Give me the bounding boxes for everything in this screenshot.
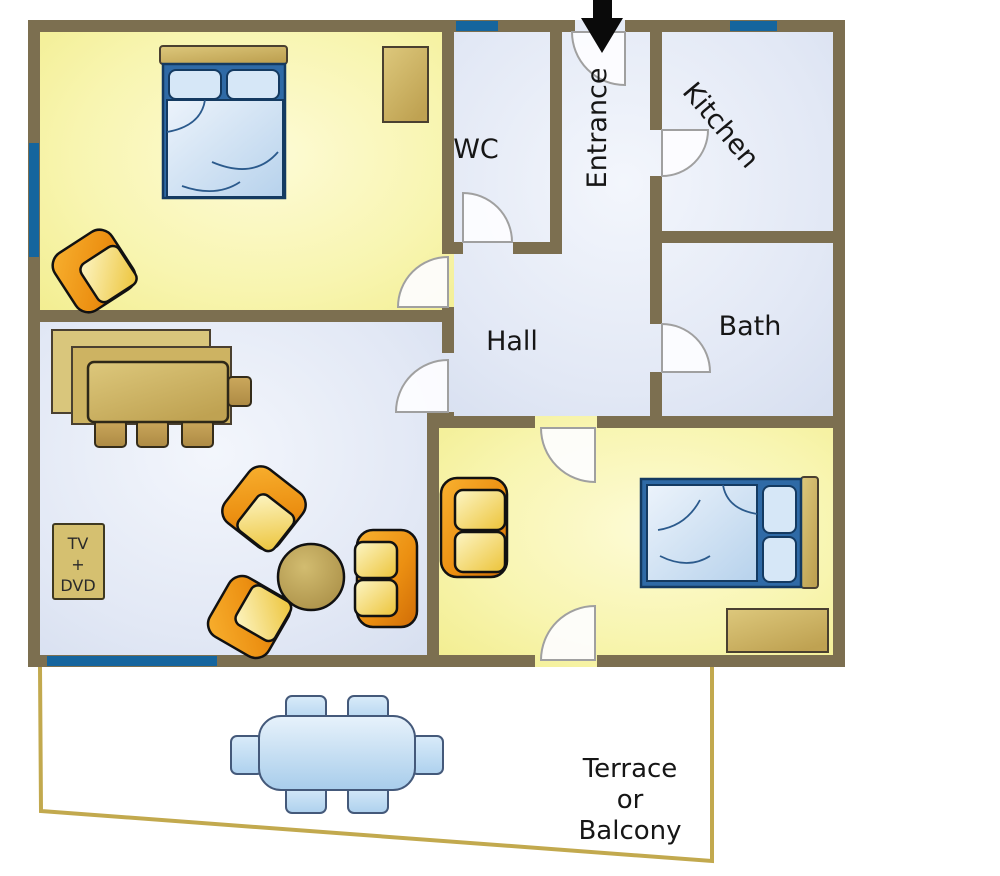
- wall-bedroom1-living-divider: [28, 310, 454, 322]
- bed-blanket-folds: [166, 99, 279, 192]
- door-wc: [462, 191, 514, 243]
- dining-chair: [136, 419, 169, 448]
- wall-kitchen-bath-divider: [650, 231, 845, 243]
- wall-bath-left-lower: [650, 372, 662, 428]
- wall-top-left: [28, 20, 575, 32]
- sofa-bedroom2: [439, 476, 509, 579]
- wall-wc-right: [550, 20, 562, 254]
- round-table: [276, 542, 346, 612]
- terrace-label-line2: or: [617, 785, 644, 815]
- door-living: [394, 358, 449, 413]
- terrace-label-line1: Terrace: [582, 754, 678, 784]
- bed-blanket: [166, 99, 284, 198]
- dresser: [726, 608, 829, 653]
- wall-kitchen-left-lower: [650, 176, 662, 243]
- bed-pillow: [762, 485, 797, 534]
- wall-bedroom1-right-upper: [442, 32, 454, 242]
- bed-pillow: [226, 69, 280, 100]
- sofa-living: [353, 528, 419, 629]
- dining-table: [86, 360, 230, 424]
- sofa-cushion: [353, 540, 399, 580]
- wardrobe: [382, 46, 429, 123]
- terrace-table: [258, 715, 416, 791]
- wc-label: WC: [453, 134, 499, 165]
- entrance-arrow-icon: [581, 0, 623, 53]
- entrance-label: Entrance: [582, 68, 613, 189]
- door-bedroom2: [539, 427, 596, 484]
- dining-area: [51, 329, 252, 448]
- double-bed-top: [159, 45, 288, 200]
- bed-blanket: [646, 484, 758, 582]
- terrace-label-line3: Balcony: [578, 816, 681, 846]
- tv-cabinet: TV + DVD: [52, 523, 105, 600]
- window-living: [47, 656, 217, 666]
- wall-hall-bedroom2-left: [427, 416, 535, 428]
- armchair-seat: [236, 493, 296, 553]
- tv-label-line3: DVD: [60, 576, 95, 595]
- bath-label: Bath: [719, 311, 782, 342]
- bed-headboard: [159, 45, 288, 65]
- sofa-cushion: [353, 578, 399, 618]
- armchair-living-2: [206, 574, 293, 660]
- door-kitchen: [661, 129, 710, 178]
- terrace-dining-set: [230, 695, 444, 814]
- door-bath: [661, 322, 712, 373]
- wall-bath-bedroom2: [597, 416, 845, 428]
- armchair-bedroom1: [51, 228, 138, 314]
- sofa-cushion: [453, 488, 507, 532]
- bed-pillow: [762, 536, 797, 583]
- window-bedroom1: [29, 143, 39, 257]
- window-kitchen: [730, 21, 777, 31]
- bed-pillow: [168, 69, 222, 100]
- bed-headboard: [800, 476, 819, 589]
- dining-chair: [227, 376, 252, 407]
- armchair-seat: [234, 584, 293, 643]
- dining-chair: [94, 419, 127, 448]
- sofa-cushion: [453, 530, 507, 574]
- armchair-seat: [79, 244, 138, 304]
- wall-right: [833, 20, 845, 667]
- tv-label-line1: TV: [67, 534, 89, 553]
- wall-wc-bottom-stub: [442, 242, 463, 254]
- door-entrance: [570, 31, 626, 87]
- doors: [394, 31, 712, 661]
- door-bedroom1: [396, 255, 449, 308]
- windows: [29, 21, 777, 666]
- wall-bottom-right: [597, 655, 845, 667]
- wall-bath-left-upper: [650, 243, 662, 324]
- dining-chair: [181, 419, 214, 448]
- double-bed-bottom: [639, 476, 819, 589]
- wall-living-bedroom2: [427, 416, 439, 667]
- wall-left: [28, 20, 40, 667]
- tv-cabinet-box: [52, 523, 105, 600]
- bed-blanket-folds: [657, 484, 758, 564]
- door-terrace: [539, 604, 596, 661]
- window-wc: [456, 21, 498, 31]
- armchair-living-1: [221, 465, 307, 553]
- tv-label-line2: +: [71, 555, 84, 574]
- wall-kitchen-left-upper: [650, 20, 662, 130]
- wall-wc-bottom: [513, 242, 562, 254]
- hall-label: Hall: [486, 326, 538, 357]
